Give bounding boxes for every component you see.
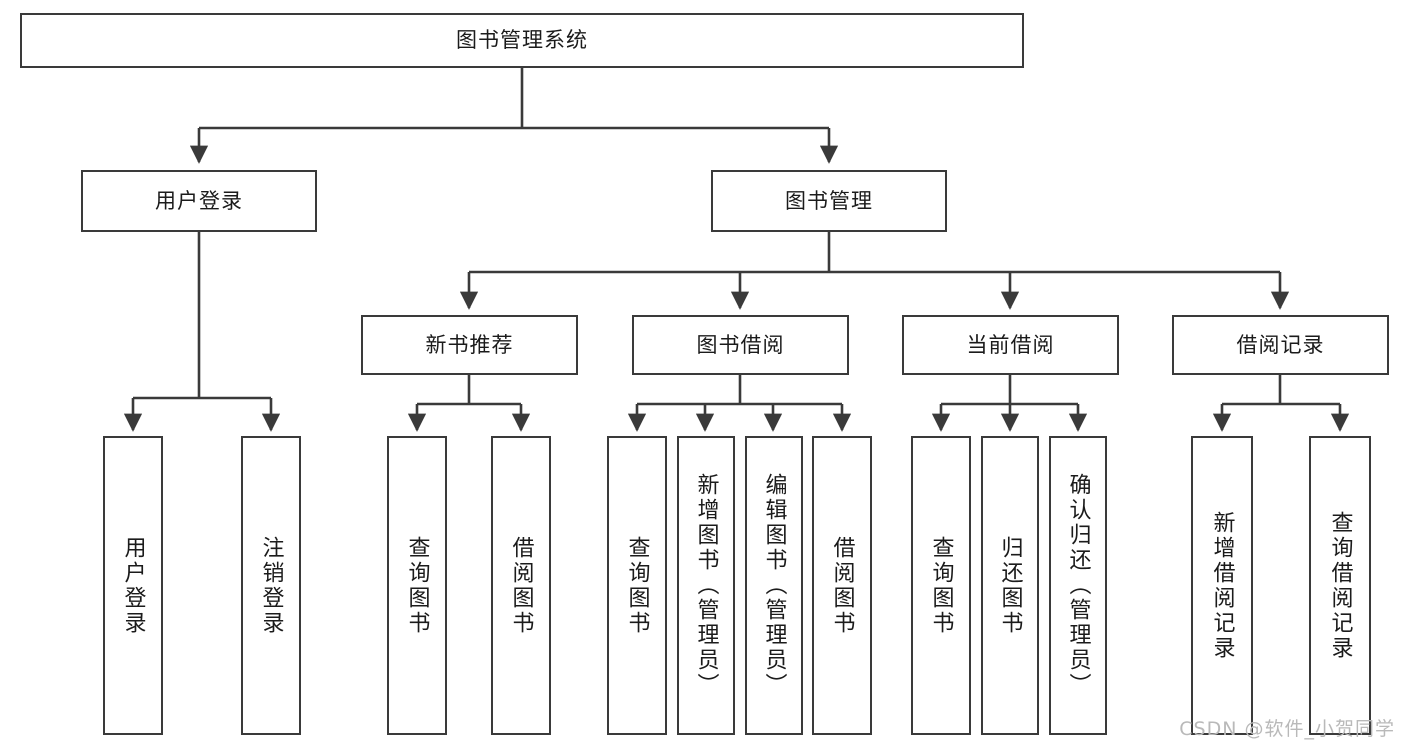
node-borrow-record[interactable]: 借阅记录 <box>1172 315 1389 375</box>
node-leaf-query-book-recommend-label: 查询图书 <box>404 535 430 636</box>
node-root-label: 图书管理系统 <box>456 28 588 53</box>
node-new-book-recommend[interactable]: 新书推荐 <box>361 315 578 375</box>
node-book-borrow[interactable]: 图书借阅 <box>632 315 849 375</box>
node-leaf-query-borrow-record-label: 查询借阅记录 <box>1327 510 1353 661</box>
node-user-login[interactable]: 用户登录 <box>81 170 317 232</box>
node-leaf-confirm-return-admin[interactable]: 确认归还（管理员） <box>1049 436 1107 735</box>
node-leaf-add-book-admin-label: 新增图书（管理员） <box>693 473 719 698</box>
node-leaf-return-book[interactable]: 归还图书 <box>981 436 1039 735</box>
node-current-borrow[interactable]: 当前借阅 <box>902 315 1119 375</box>
node-leaf-borrow-book-recommend-label: 借阅图书 <box>508 535 534 636</box>
node-new-book-recommend-label: 新书推荐 <box>425 332 514 357</box>
node-leaf-return-book-label: 归还图书 <box>997 535 1023 636</box>
node-leaf-query-book-borrow-label: 查询图书 <box>624 535 650 636</box>
node-leaf-add-borrow-record-label: 新增借阅记录 <box>1209 510 1235 661</box>
node-leaf-user-logout[interactable]: 注销登录 <box>241 436 301 735</box>
node-book-management-label: 图书管理 <box>785 188 873 213</box>
node-leaf-edit-book-admin[interactable]: 编辑图书（管理员） <box>745 436 803 735</box>
node-user-login-label: 用户登录 <box>155 188 243 213</box>
node-leaf-add-book-admin[interactable]: 新增图书（管理员） <box>677 436 735 735</box>
node-leaf-confirm-return-admin-label: 确认归还（管理员） <box>1065 473 1091 698</box>
csdn-watermark: CSDN @软件_小贺同学 <box>1179 718 1395 740</box>
node-leaf-query-book-current-label: 查询图书 <box>928 535 954 636</box>
node-leaf-query-book-current[interactable]: 查询图书 <box>911 436 971 735</box>
node-leaf-add-borrow-record[interactable]: 新增借阅记录 <box>1191 436 1253 735</box>
node-leaf-user-logout-label: 注销登录 <box>258 535 284 636</box>
node-root-book-management-system[interactable]: 图书管理系统 <box>20 13 1024 68</box>
node-leaf-query-book-borrow[interactable]: 查询图书 <box>607 436 667 735</box>
node-borrow-record-label: 借阅记录 <box>1236 332 1325 357</box>
node-book-management[interactable]: 图书管理 <box>711 170 947 232</box>
node-leaf-edit-book-admin-label: 编辑图书（管理员） <box>761 473 787 698</box>
node-leaf-query-borrow-record[interactable]: 查询借阅记录 <box>1309 436 1371 735</box>
node-leaf-query-book-recommend[interactable]: 查询图书 <box>387 436 447 735</box>
node-leaf-borrow-book-borrow-label: 借阅图书 <box>829 535 855 636</box>
node-leaf-borrow-book-borrow[interactable]: 借阅图书 <box>812 436 872 735</box>
node-leaf-user-login[interactable]: 用户登录 <box>103 436 163 735</box>
node-leaf-user-login-label: 用户登录 <box>120 535 146 636</box>
node-book-borrow-label: 图书借阅 <box>696 332 785 357</box>
node-current-borrow-label: 当前借阅 <box>966 332 1055 357</box>
node-leaf-borrow-book-recommend[interactable]: 借阅图书 <box>491 436 551 735</box>
